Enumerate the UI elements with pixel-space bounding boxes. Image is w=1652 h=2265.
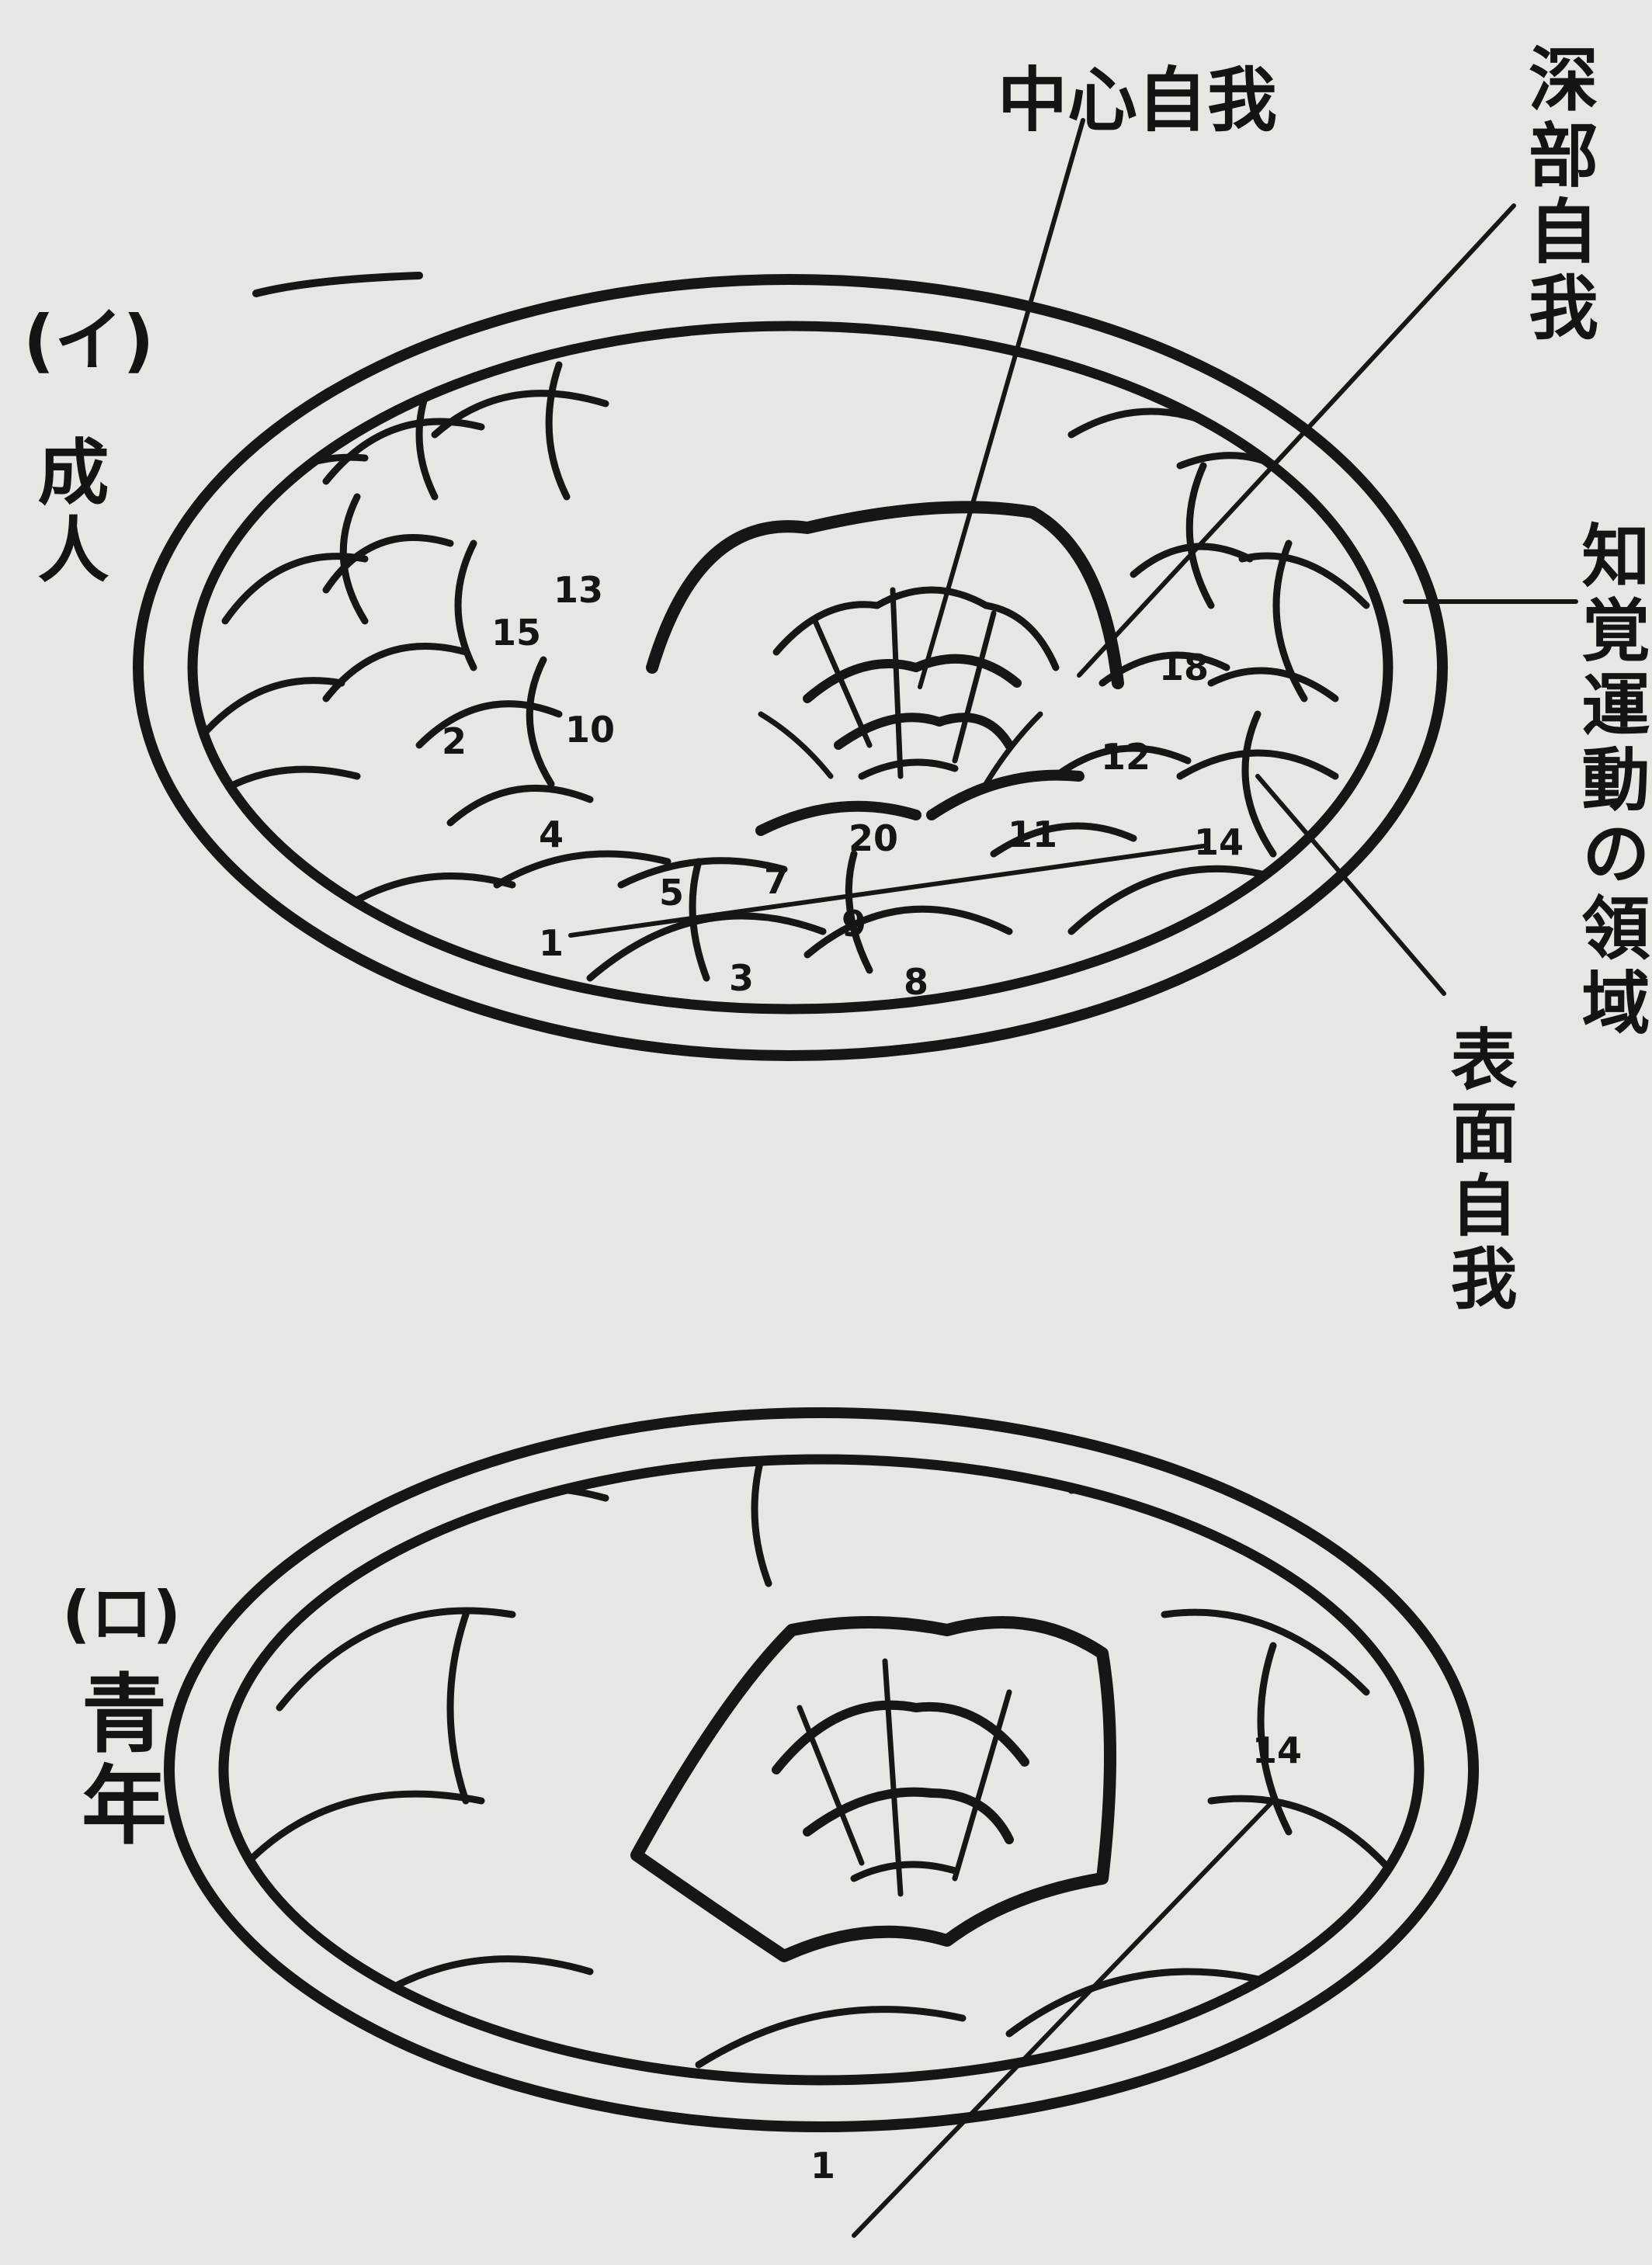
deep-ego-lower-boundary-right (932, 775, 1079, 815)
figure-b-title: 青年 (74, 1669, 159, 1852)
region-number: 3 (729, 957, 754, 999)
figure-a-title: 成人 (31, 435, 102, 590)
region-number: 14 (1252, 1729, 1302, 1771)
youth-deep-ego-boundary (637, 1622, 1110, 1956)
region-number: 1 (539, 922, 564, 964)
central-ego-leader-line (920, 120, 1083, 687)
figure-b-marker: (ロ) (62, 1583, 181, 1646)
deep-ego-label: 深部自我 (1522, 43, 1591, 347)
region-number: 13 (554, 569, 603, 611)
region-number: 14 (1194, 821, 1244, 863)
region-number: 9 (842, 903, 866, 945)
deep-ego-leader-line (1079, 206, 1514, 675)
region-number: 1 (810, 2145, 835, 2187)
region-number: 8 (904, 961, 928, 1003)
perceptual-motor-outer-ring (138, 279, 1442, 1056)
region-number: 10 (565, 709, 615, 751)
youth-inner-boundary (224, 1459, 1419, 2080)
region-number: 2 (442, 720, 467, 762)
surface-ego-leader-line (1258, 776, 1444, 994)
central-ego-label: 中心自我 (998, 66, 1277, 136)
figure-a-marker: (イ) (23, 307, 154, 375)
region-number: 5 (659, 872, 684, 914)
central-ego-web (761, 590, 1056, 784)
region-number: 11 (1008, 813, 1057, 855)
region-number: 15 (491, 612, 541, 654)
youth-diagram (169, 1413, 1473, 2236)
region-number: 7 (764, 860, 789, 902)
region-number: 12 (1101, 736, 1150, 778)
region-number: 20 (849, 817, 898, 859)
surface-ego-label: 表面自我 (1444, 1025, 1511, 1316)
region-number: 4 (539, 813, 564, 855)
region-number: 18 (1159, 647, 1209, 689)
stray-ink-mark (256, 276, 419, 293)
youth-central-web (776, 1661, 1025, 1894)
perceptual-motor-region-label: 知覚運動の領域 (1576, 520, 1644, 1042)
